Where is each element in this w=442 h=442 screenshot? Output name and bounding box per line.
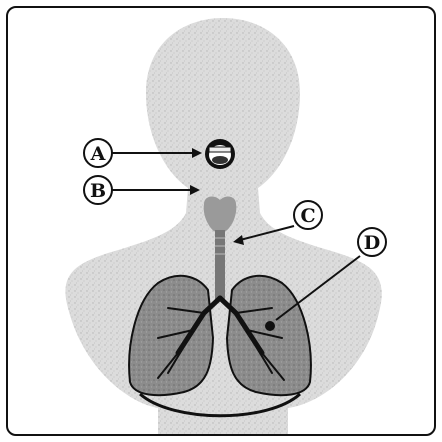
trachea bbox=[215, 230, 225, 300]
diagram-frame: A B C D bbox=[6, 6, 436, 436]
label-b: B bbox=[84, 176, 112, 204]
label-d: D bbox=[358, 228, 386, 256]
respiratory-system-diagram: A B C D bbox=[8, 8, 434, 434]
alveolus-marker bbox=[265, 321, 275, 331]
label-d-text: D bbox=[364, 232, 380, 254]
mouth bbox=[205, 139, 235, 169]
label-a: A bbox=[84, 139, 112, 167]
label-c: C bbox=[294, 201, 322, 229]
label-b-text: B bbox=[90, 180, 106, 202]
label-a-text: A bbox=[90, 143, 106, 165]
label-c-text: C bbox=[300, 205, 315, 227]
